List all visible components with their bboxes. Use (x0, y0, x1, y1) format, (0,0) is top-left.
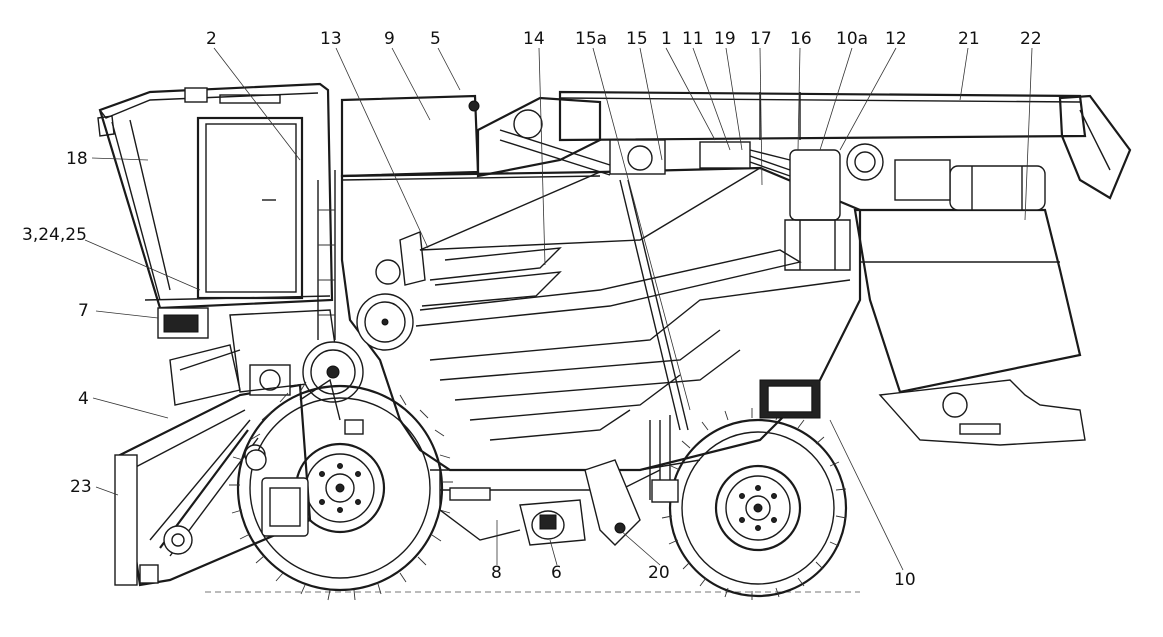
callout-12: 12 (885, 29, 907, 49)
callout-9: 9 (384, 29, 395, 49)
callout-10: 10 (894, 570, 916, 590)
callout-22: 22 (1020, 29, 1042, 49)
callout-6: 6 (551, 563, 562, 583)
feeder-house (114, 309, 341, 587)
callout-17: 17 (750, 29, 772, 49)
under-body (439, 379, 821, 546)
callout-20: 20 (648, 563, 670, 583)
callout-16: 16 (790, 29, 812, 49)
leader-lines (84, 47, 1033, 571)
callout-2: 2 (206, 29, 217, 49)
callout-18: 18 (66, 149, 88, 169)
drive-pulleys (302, 231, 426, 403)
cab (97, 82, 334, 339)
callout-8: 8 (491, 563, 502, 583)
callout-11: 11 (682, 29, 704, 49)
callout-labels: 2 13 9 5 14 15а 15 1 11 19 17 16 10а 12 … (22, 29, 1042, 590)
callout-5: 5 (430, 29, 441, 49)
top-elevator (468, 96, 611, 178)
callout-19: 19 (714, 29, 736, 49)
callout-1: 1 (661, 29, 672, 49)
callout-4: 4 (78, 389, 89, 409)
ladder (317, 170, 336, 340)
callout-21: 21 (958, 29, 980, 49)
engine-group (609, 139, 1046, 271)
callout-10a: 10а (836, 29, 868, 49)
callout-15: 15 (626, 29, 648, 49)
callout-13: 13 (320, 29, 342, 49)
callout-14: 14 (523, 29, 545, 49)
callout-23: 23 (70, 477, 92, 497)
callout-15a: 15а (575, 29, 607, 49)
unloading-auger (558, 90, 1132, 200)
rear-wheel (661, 408, 848, 600)
left-mechanism (245, 378, 364, 537)
callout-3-24-25: 3,24,25 (22, 225, 87, 245)
callout-7: 7 (78, 301, 89, 321)
rear-housing (853, 208, 1086, 446)
